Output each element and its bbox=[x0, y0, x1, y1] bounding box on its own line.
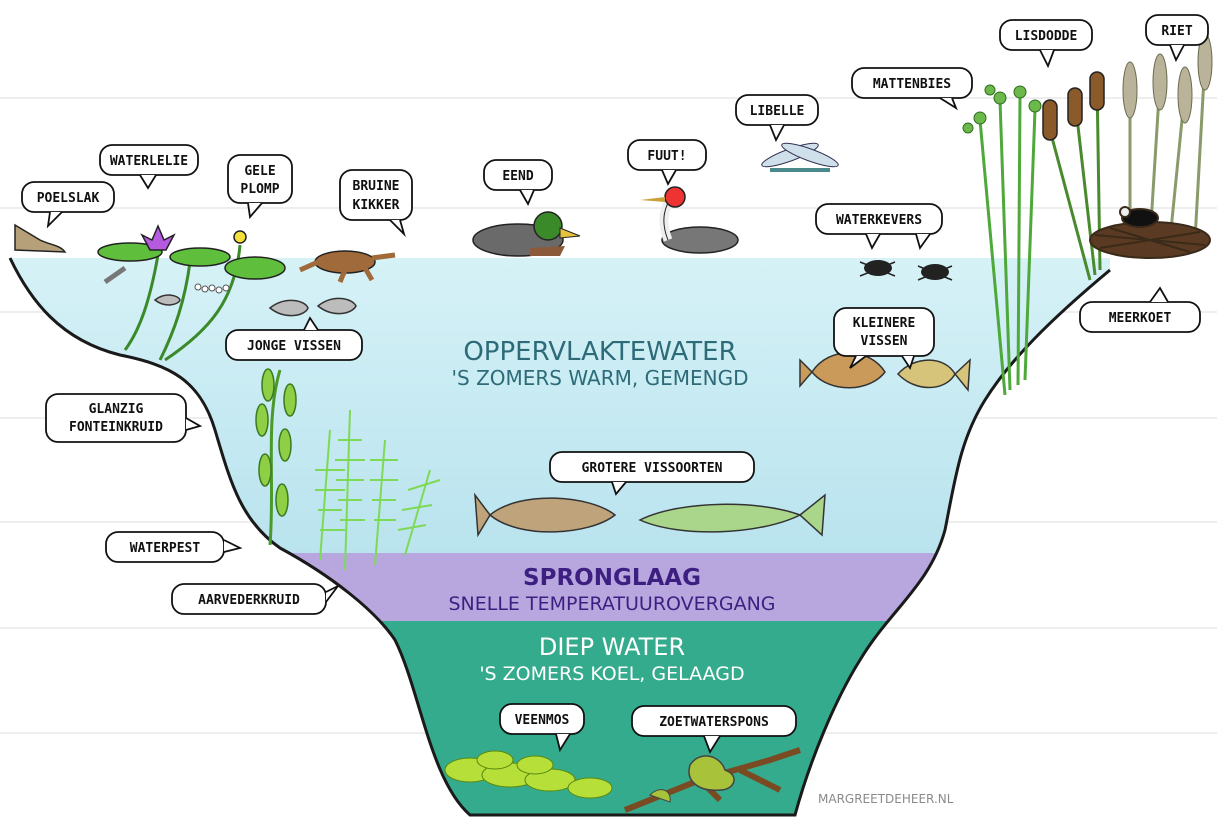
label-grotere-vissoorten-text: GROTERE VISSOORTEN bbox=[582, 461, 723, 476]
deep-subtitle: 'S ZOMERS KOEL, GELAAGD bbox=[479, 663, 744, 685]
label-kleinere-vissen: KLEINERE VISSEN bbox=[833, 307, 935, 371]
label-bruine-kikker-text-1: BRUINE bbox=[353, 179, 400, 194]
label-lisdodde-text: LISDODDE bbox=[1015, 29, 1078, 44]
waterkevers-icon bbox=[859, 260, 953, 281]
label-waterlelie-text: WATERLELIE bbox=[110, 154, 188, 169]
label-meerkoet: MEERKOET bbox=[1079, 286, 1201, 333]
label-libelle-text: LIBELLE bbox=[750, 104, 805, 119]
eend-icon bbox=[472, 211, 581, 257]
surface-subtitle: 'S ZOMERS WARM, GEMENGD bbox=[452, 366, 749, 390]
label-grotere-vissoorten: GROTERE VISSOORTEN bbox=[549, 451, 755, 496]
libelle-icon bbox=[761, 142, 839, 172]
meerkoet-nest bbox=[1089, 206, 1211, 259]
label-bruine-kikker-text-2: KIKKER bbox=[353, 198, 400, 213]
lisdodde-plant bbox=[1042, 71, 1105, 281]
thermocline-title: SPRONGLAAG bbox=[523, 565, 701, 591]
waterlily-plant bbox=[97, 224, 231, 361]
label-poelslak-text: POELSLAK bbox=[37, 191, 100, 206]
pond-outline bbox=[8, 257, 1111, 817]
veenmos-plant bbox=[444, 750, 613, 799]
poelslak-icon bbox=[14, 223, 67, 253]
label-waterpest: WATERPEST bbox=[105, 531, 243, 563]
fonteinkruid-plant bbox=[255, 368, 297, 546]
label-gele-plomp: GELE PLOMP bbox=[227, 154, 293, 220]
aarvederkruid-plant bbox=[315, 409, 441, 571]
jonge-vissen-icon bbox=[103, 265, 357, 317]
surface-title: OPPERVLAKTEWATER bbox=[463, 337, 736, 367]
label-zoetwaterspons-text: ZOETWATERSPONS bbox=[659, 715, 769, 730]
zoetwaterspons bbox=[623, 747, 801, 813]
label-eend-text: EEND bbox=[502, 169, 533, 184]
grotere-vissoorten-icon bbox=[474, 492, 826, 538]
label-gele-plomp-text-1: GELE bbox=[244, 164, 275, 179]
label-eend: EEND bbox=[483, 159, 553, 207]
label-mattenbies-text: MATTENBIES bbox=[873, 77, 951, 92]
thermocline-subtitle: SNELLE TEMPERATUUROVERGANG bbox=[448, 593, 775, 615]
label-jonge-vissen: JONGE VISSEN bbox=[225, 316, 363, 361]
gele-plomp-plant bbox=[164, 230, 286, 362]
label-veenmos-text: VEENMOS bbox=[515, 713, 570, 728]
deep-title: DIEP WATER bbox=[539, 633, 685, 661]
label-glanzig-text-1: GLANZIG bbox=[89, 402, 144, 417]
label-fuut-text: FUUT! bbox=[647, 149, 686, 164]
label-waterkevers-text: WATERKEVERS bbox=[836, 213, 922, 228]
label-riet-text: RIET bbox=[1161, 24, 1192, 39]
label-zoetwaterspons: ZOETWATERSPONS bbox=[631, 705, 797, 755]
label-glanzig-fonteinkruid: GLANZIG FONTEINKRUID bbox=[45, 393, 203, 443]
label-waterkevers: WATERKEVERS bbox=[815, 203, 943, 251]
fuut-icon bbox=[640, 186, 739, 254]
label-glanzig-text-2: FONTEINKRUID bbox=[69, 420, 163, 435]
label-jonge-vissen-text: JONGE VISSEN bbox=[247, 339, 341, 354]
label-lisdodde: LISDODDE bbox=[999, 19, 1093, 69]
label-kleinere-vissen-text-1: KLEINERE bbox=[853, 316, 916, 331]
label-waterpest-text: WATERPEST bbox=[130, 541, 201, 556]
label-riet: RIET bbox=[1145, 14, 1209, 63]
label-kleinere-vissen-text-2: VISSEN bbox=[861, 334, 908, 349]
label-waterlelie: WATERLELIE bbox=[99, 144, 199, 190]
label-aarvederkruid: AARVEDERKRUID bbox=[171, 583, 339, 615]
label-mattenbies: MATTENBIES bbox=[851, 67, 973, 111]
label-aarvederkruid-text: AARVEDERKRUID bbox=[198, 593, 300, 608]
label-meerkoet-text: MEERKOET bbox=[1109, 311, 1172, 326]
label-poelslak: POELSLAK bbox=[21, 181, 115, 229]
credit-text: MARGREETDEHEER.NL bbox=[818, 792, 954, 806]
mattenbies-plant bbox=[962, 84, 1042, 396]
label-libelle: LIBELLE bbox=[735, 94, 819, 143]
label-veenmos: VEENMOS bbox=[499, 703, 585, 753]
waterlily-flower-icon bbox=[140, 224, 176, 251]
label-bruine-kikker: BRUINE KIKKER bbox=[339, 169, 413, 238]
riet-plant bbox=[1122, 33, 1213, 241]
kleinere-vissen-icon bbox=[799, 352, 971, 392]
label-fuut: FUUT! bbox=[627, 139, 707, 187]
label-gele-plomp-text-2: PLOMP bbox=[240, 182, 279, 197]
kikker-icon bbox=[298, 250, 396, 283]
